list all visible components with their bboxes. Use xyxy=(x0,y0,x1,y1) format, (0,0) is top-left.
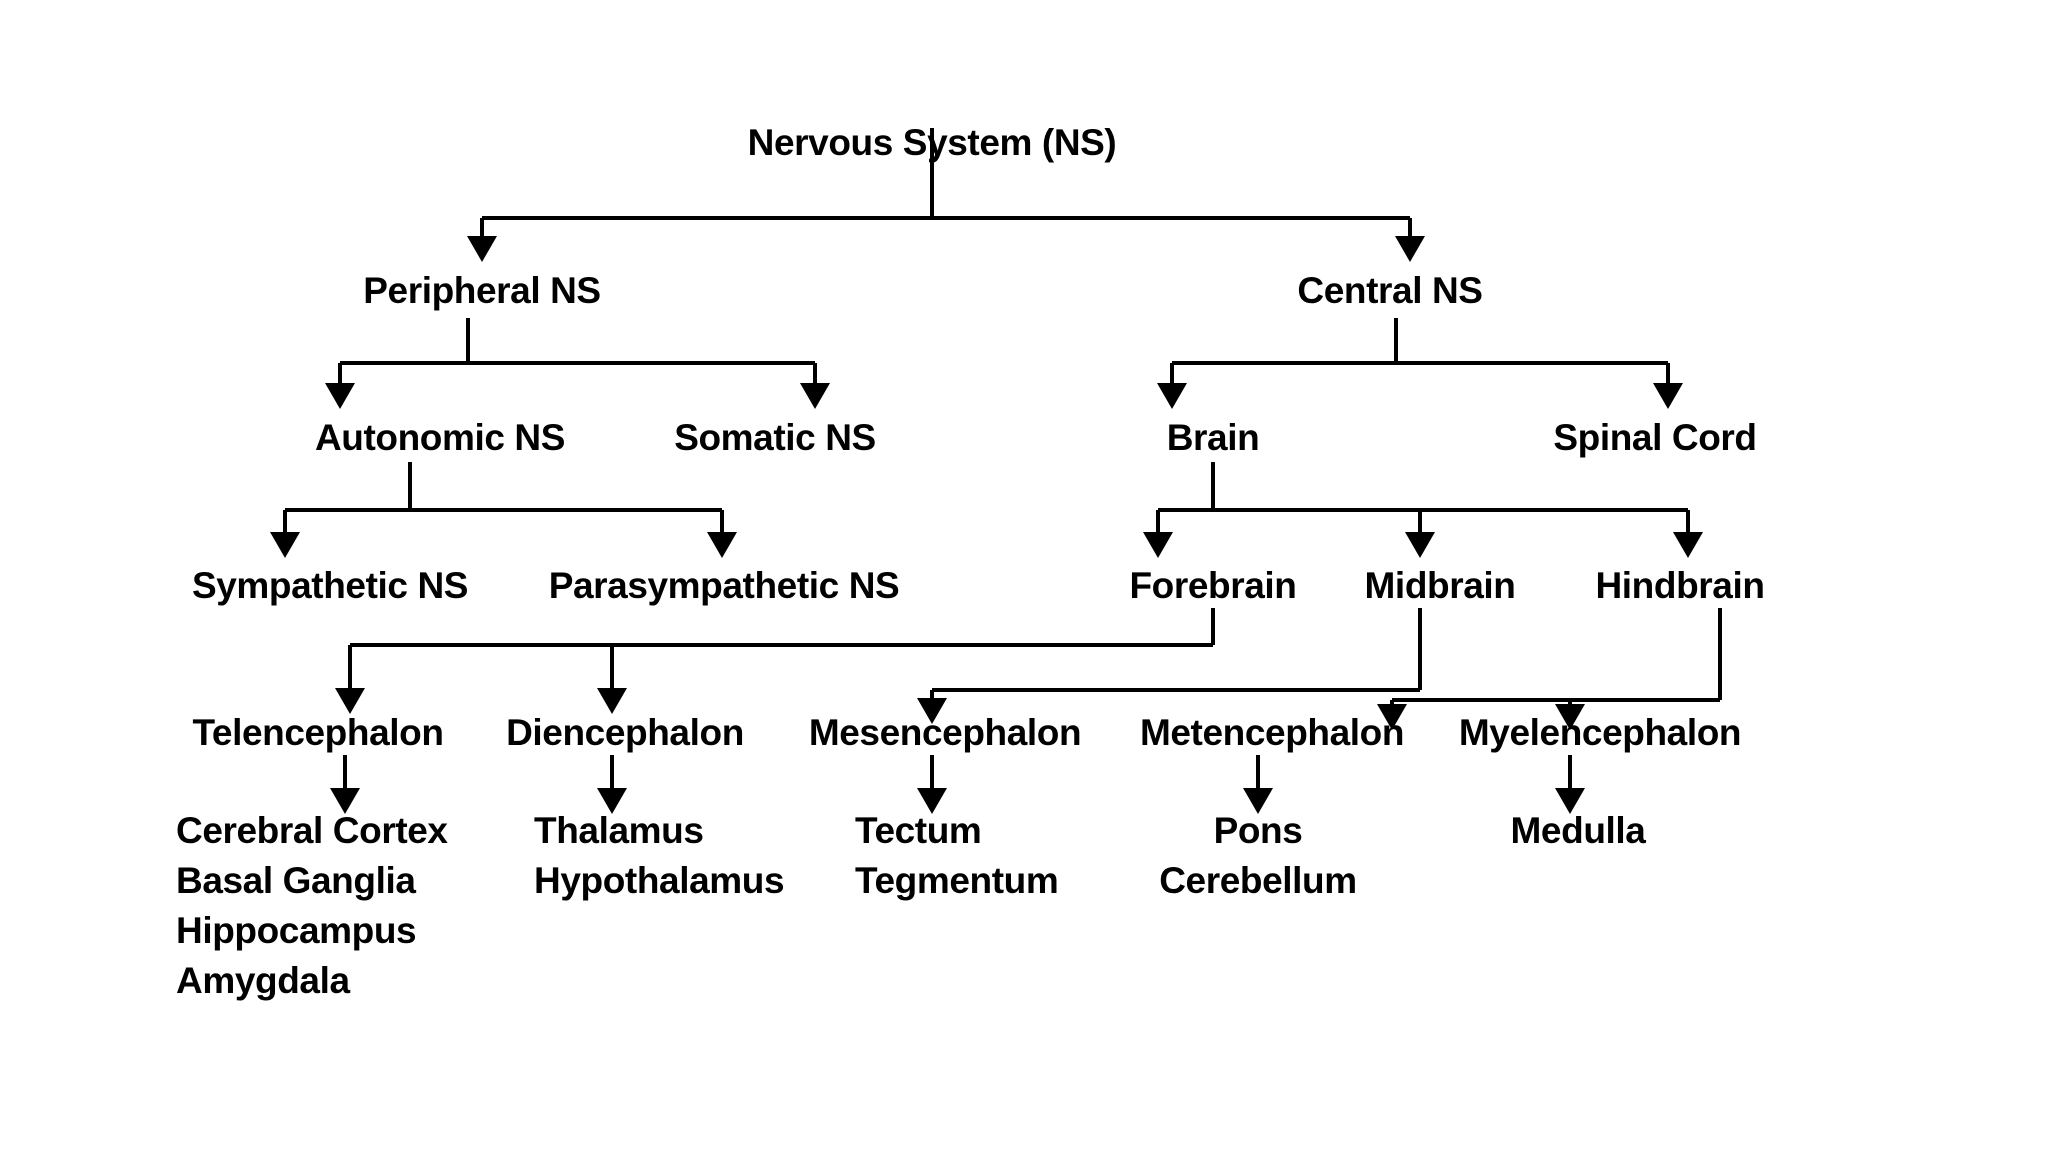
leaf-hippocampus: Hippocampus xyxy=(176,910,416,951)
connector-dien-to-structures xyxy=(597,755,627,814)
node-nervous-system: Nervous System (NS) xyxy=(748,122,1117,163)
connector-ans-to-children xyxy=(270,462,737,558)
leaf-basal-ganglia: Basal Ganglia xyxy=(176,860,416,901)
leaf-pons: Pons xyxy=(1214,810,1303,851)
node-spinal-cord: Spinal Cord xyxy=(1553,417,1756,458)
arrow-down-icon-brain xyxy=(1157,383,1187,409)
node-somatic-ns: Somatic NS xyxy=(674,417,876,458)
leaf-medulla: Medulla xyxy=(1511,810,1647,851)
arrow-down-icon-dien xyxy=(597,688,627,714)
connector-cns-to-children xyxy=(1157,318,1683,409)
leaf-tectum: Tectum xyxy=(855,810,981,851)
arrow-down-icon-parasymp xyxy=(707,532,737,558)
node-metencephalon: Metencephalon xyxy=(1140,712,1404,753)
node-brain: Brain xyxy=(1167,417,1260,458)
connector-ns-to-children xyxy=(467,128,1425,262)
arrow-down-icon-telen xyxy=(335,688,365,714)
node-forebrain: Forebrain xyxy=(1129,565,1296,606)
arrow-down-icon-ans xyxy=(325,383,355,409)
node-mesencephalon: Mesencephalon xyxy=(809,712,1081,753)
node-myelencephalon: Myelencephalon xyxy=(1459,712,1741,753)
connector-telen-to-structures xyxy=(330,755,360,814)
leaf-cerebral-cortex: Cerebral Cortex xyxy=(176,810,448,851)
arrow-down-icon-cns xyxy=(1395,236,1425,262)
connector-meten-to-structures xyxy=(1243,755,1273,814)
node-parasympathetic-ns: Parasympathetic NS xyxy=(549,565,900,606)
arrow-down-icon-sns xyxy=(800,383,830,409)
node-diencephalon: Diencephalon xyxy=(506,712,744,753)
connector-hindbrain-to-children xyxy=(1377,608,1722,730)
connector-myelen-to-structures xyxy=(1555,755,1585,814)
node-sympathetic-ns: Sympathetic NS xyxy=(192,565,468,606)
connector-forebrain-to-children xyxy=(335,608,1215,714)
node-autonomic-ns: Autonomic NS xyxy=(315,417,565,458)
connector-midbrain-to-children xyxy=(917,608,1422,724)
arrow-down-icon-cord xyxy=(1653,383,1683,409)
connector-brain-to-children xyxy=(1143,462,1703,558)
connector-mesen-to-structures xyxy=(917,755,947,814)
connector-pns-to-children xyxy=(325,318,830,409)
node-central-ns: Central NS xyxy=(1297,270,1482,311)
node-hindbrain: Hindbrain xyxy=(1595,565,1764,606)
leaf-hypothalamus: Hypothalamus xyxy=(534,860,784,901)
node-midbrain: Midbrain xyxy=(1365,565,1516,606)
leaf-amygdala: Amygdala xyxy=(176,960,350,1001)
leaf-thalamus: Thalamus xyxy=(534,810,704,851)
leaf-cerebellum: Cerebellum xyxy=(1159,860,1357,901)
node-telencephalon: Telencephalon xyxy=(192,712,443,753)
arrow-down-icon-pns xyxy=(467,236,497,262)
node-peripheral-ns: Peripheral NS xyxy=(363,270,600,311)
leaf-tegmentum: Tegmentum xyxy=(855,860,1058,901)
arrow-down-icon-hind xyxy=(1673,532,1703,558)
arrow-down-icon-fore xyxy=(1143,532,1173,558)
arrow-down-icon-symp xyxy=(270,532,300,558)
arrow-down-icon-mid xyxy=(1405,532,1435,558)
